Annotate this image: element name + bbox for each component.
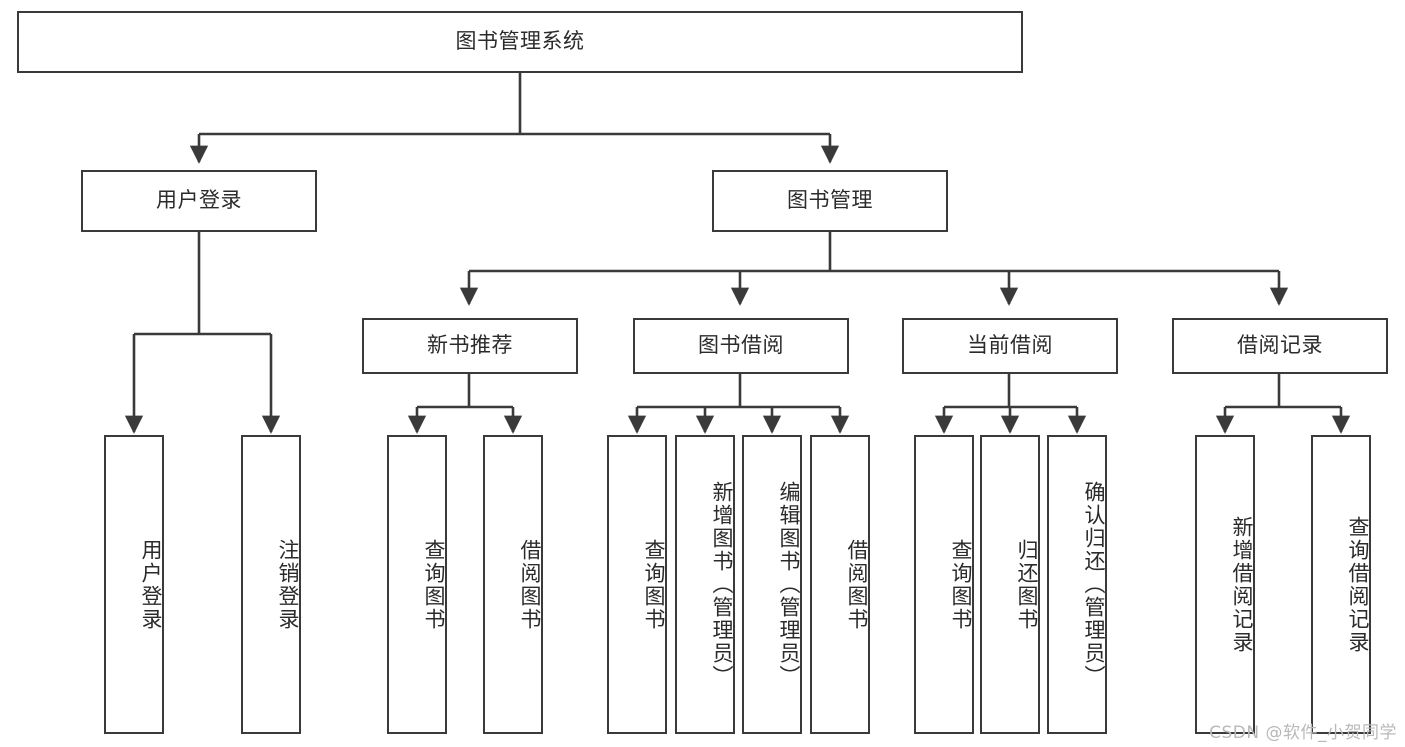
watermark: CSDN @软件_小贺同学 — [1209, 723, 1397, 743]
leaf-return-book[interactable]: 归还图书 — [980, 435, 1040, 734]
leaf-add-book-admin[interactable]: 新增图书（管理员） — [675, 435, 735, 734]
leaf-query-book-borrow-label: 查询图书 — [642, 538, 666, 631]
leaf-user-login-label: 用户登录 — [139, 538, 163, 631]
node-book-borrow[interactable]: 图书借阅 — [633, 318, 849, 374]
leaf-borrow-book-recommend[interactable]: 借阅图书 — [483, 435, 543, 734]
node-user-login-label: 用户登录 — [156, 188, 242, 213]
leaf-add-borrow-record-label: 新增借阅记录 — [1230, 515, 1254, 654]
node-new-book-recommendation[interactable]: 新书推荐 — [362, 318, 578, 374]
leaf-borrow-book[interactable]: 借阅图书 — [810, 435, 870, 734]
leaf-query-book-borrow[interactable]: 查询图书 — [607, 435, 667, 734]
leaf-edit-book-admin[interactable]: 编辑图书（管理员） — [742, 435, 802, 734]
node-book-management[interactable]: 图书管理 — [712, 170, 948, 232]
leaf-logout-label: 注销登录 — [276, 538, 300, 631]
leaf-borrow-book-recommend-label: 借阅图书 — [518, 538, 542, 631]
leaf-user-login[interactable]: 用户登录 — [104, 435, 164, 734]
leaf-query-borrow-record-label: 查询借阅记录 — [1346, 515, 1370, 654]
leaf-query-book-current-label: 查询图书 — [949, 538, 973, 631]
node-borrow-record[interactable]: 借阅记录 — [1172, 318, 1388, 374]
leaf-query-book-recommend-label: 查询图书 — [422, 538, 446, 631]
leaf-borrow-book-label: 借阅图书 — [845, 538, 869, 631]
node-borrow-record-label: 借阅记录 — [1237, 333, 1323, 358]
node-current-borrow-label: 当前借阅 — [967, 333, 1053, 358]
leaf-query-borrow-record[interactable]: 查询借阅记录 — [1311, 435, 1371, 734]
leaf-query-book-current[interactable]: 查询图书 — [914, 435, 974, 734]
leaf-add-borrow-record[interactable]: 新增借阅记录 — [1195, 435, 1255, 734]
leaf-return-book-label: 归还图书 — [1015, 538, 1039, 631]
leaf-query-book-recommend[interactable]: 查询图书 — [387, 435, 447, 734]
leaf-add-book-admin-label: 新增图书（管理员） — [710, 481, 734, 688]
leaf-confirm-return-admin-label: 确认归还（管理员） — [1082, 481, 1106, 688]
node-user-login[interactable]: 用户登录 — [81, 170, 317, 232]
node-new-book-recommendation-label: 新书推荐 — [427, 333, 513, 358]
node-book-management-label: 图书管理 — [787, 188, 873, 213]
leaf-logout[interactable]: 注销登录 — [241, 435, 301, 734]
leaf-confirm-return-admin[interactable]: 确认归还（管理员） — [1047, 435, 1107, 734]
leaf-edit-book-admin-label: 编辑图书（管理员） — [777, 481, 801, 688]
node-book-borrow-label: 图书借阅 — [698, 333, 784, 358]
node-current-borrow[interactable]: 当前借阅 — [902, 318, 1118, 374]
node-root[interactable]: 图书管理系统 — [17, 11, 1023, 73]
node-root-label: 图书管理系统 — [455, 29, 585, 54]
